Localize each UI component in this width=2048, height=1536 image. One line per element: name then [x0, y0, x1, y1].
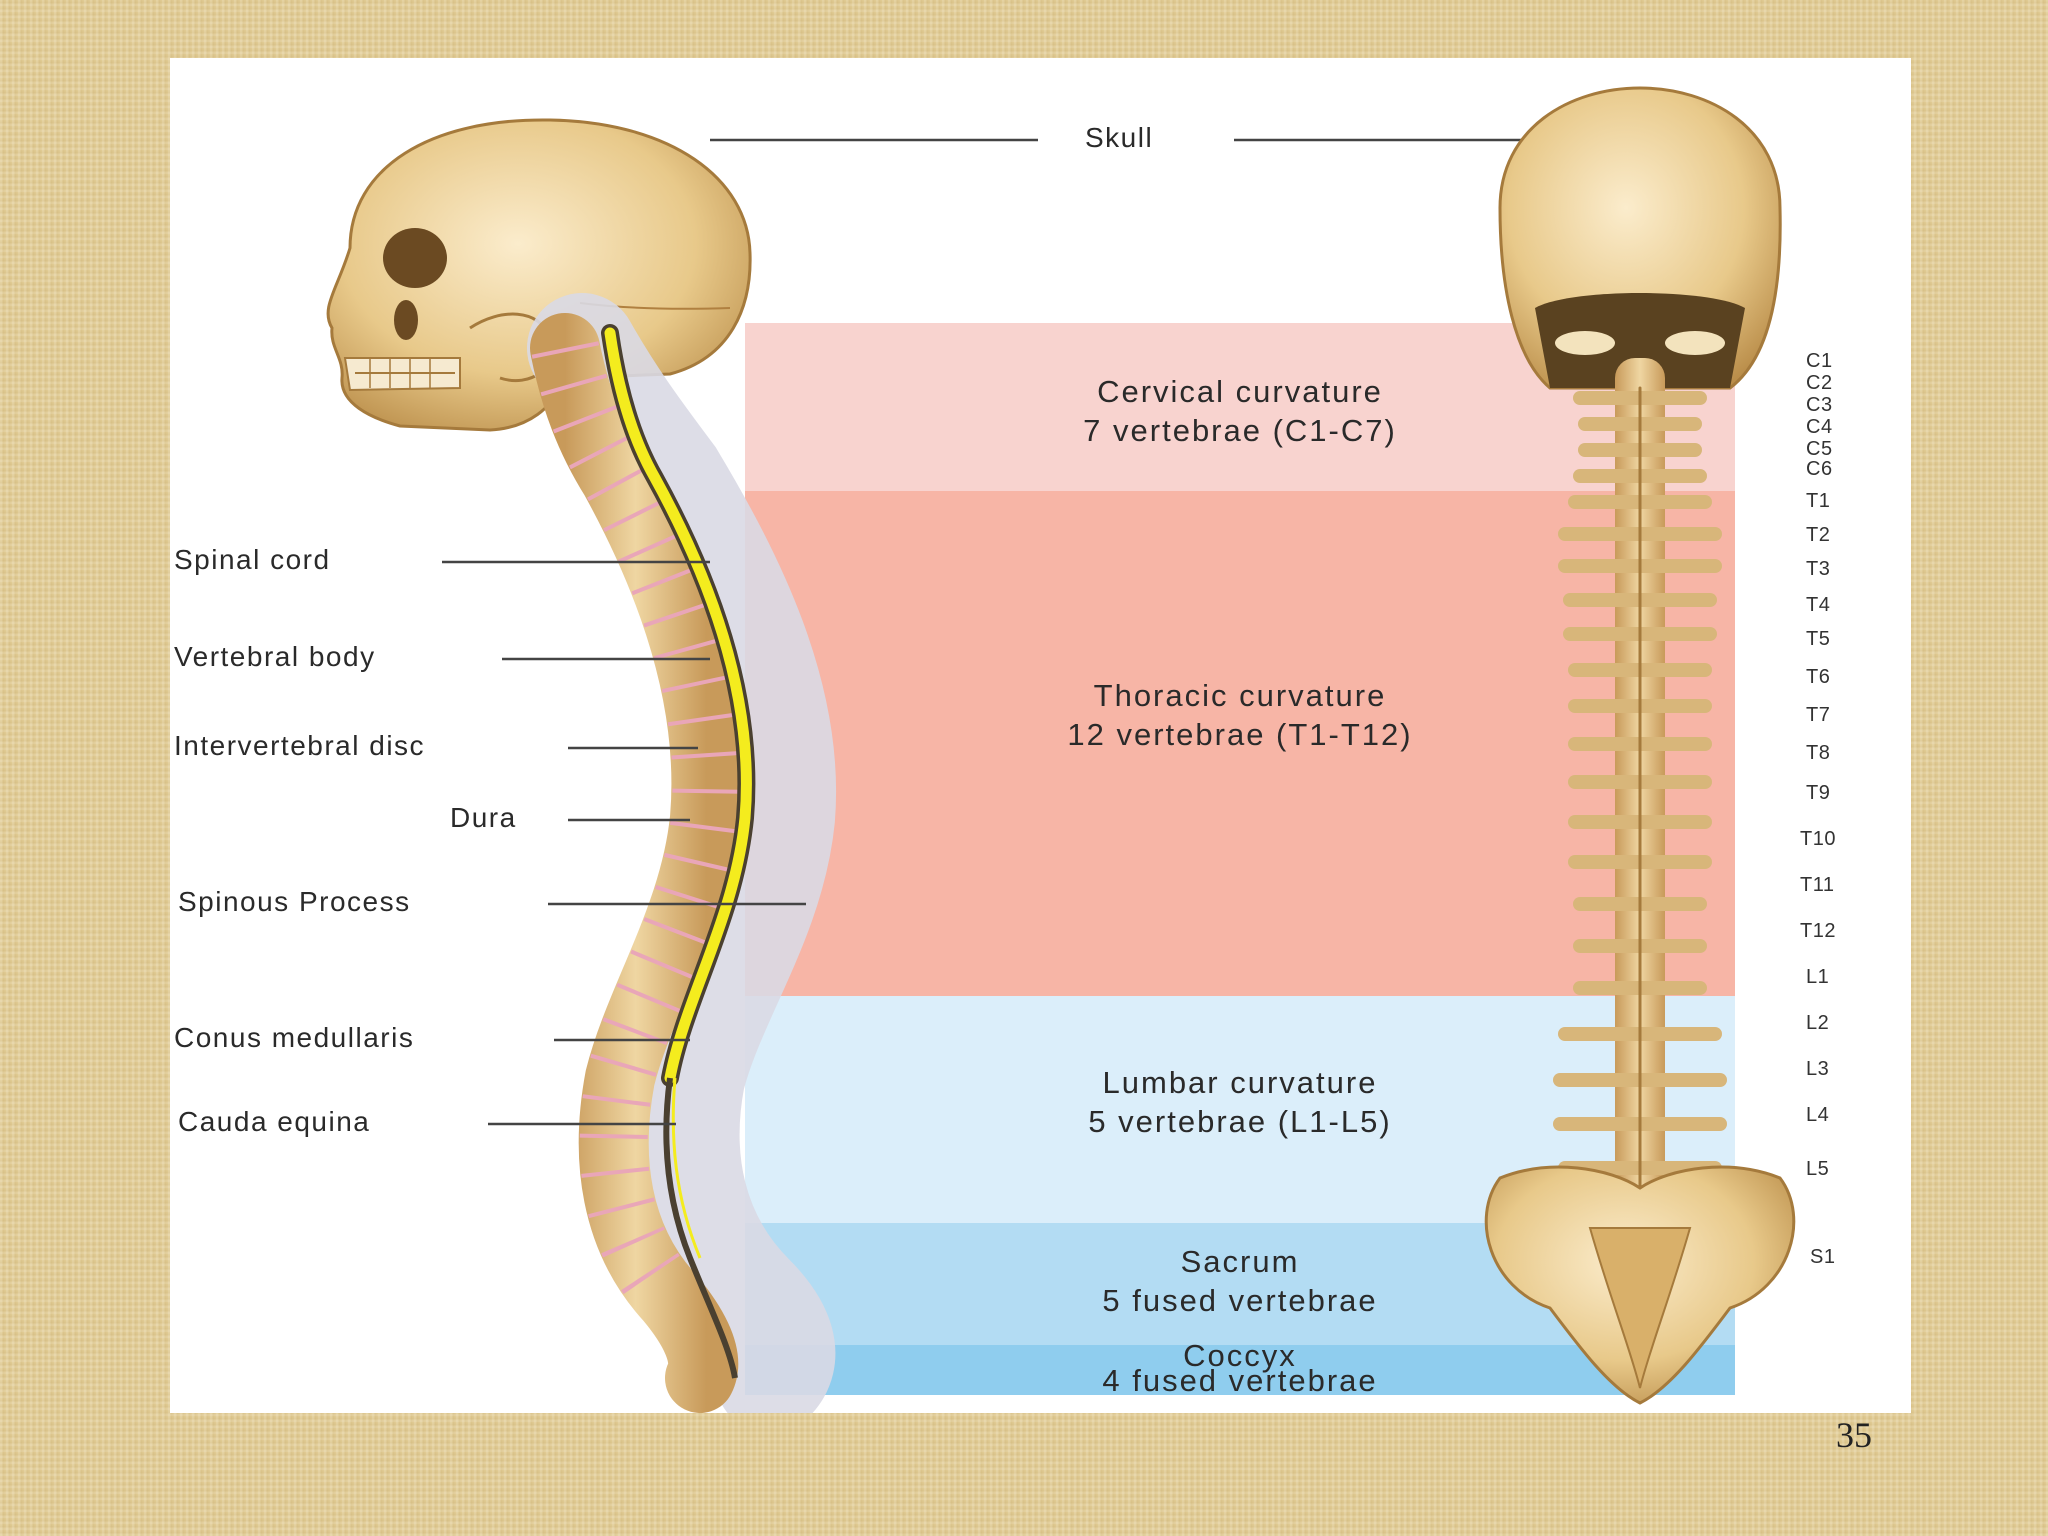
lateral-spine: [527, 293, 836, 1413]
coccyx-band: Coccyx 4 fused vertebrae: [745, 1338, 1735, 1398]
vertebra-label-l4: L4: [1806, 1104, 1830, 1126]
posterior-skull: [1498, 86, 1782, 390]
anatomy-artwork: [326, 86, 1796, 1413]
coccyx-title: Coccyx: [1183, 1338, 1297, 1373]
vertebra-label-t6: T6: [1806, 666, 1831, 688]
lumbar-count: 5 vertebrae (L1-L5): [1088, 1103, 1392, 1139]
thoracic-count: 12 vertebrae (T1-T12): [1067, 716, 1413, 752]
cervical-count: 7 vertebrae (C1-C7): [1083, 412, 1397, 448]
vertebra-label-t2: T2: [1806, 524, 1831, 546]
lumbar-title: Lumbar curvature: [1102, 1065, 1378, 1100]
coccyx-count: 4 fused vertebrae: [1102, 1362, 1378, 1398]
label-intervertebral-disc: Intervertebral disc: [174, 730, 426, 761]
vertebra-label-l1: L1: [1806, 966, 1830, 988]
sacrum-title: Sacrum: [1180, 1244, 1300, 1279]
skull-label: Skull: [1085, 122, 1154, 153]
vertebra-label-c3: C3: [1806, 394, 1833, 416]
label-cauda-equina: Cauda equina: [178, 1106, 371, 1137]
label-spinous-process: Spinous Process: [178, 886, 411, 917]
thoracic-title: Thoracic curvature: [1093, 678, 1387, 713]
vertebra-label-c5: C5: [1806, 438, 1833, 460]
vertebra-label-t5: T5: [1806, 628, 1831, 650]
vertebra-label-t11: T11: [1800, 874, 1835, 896]
vertebra-label-t4: T4: [1806, 594, 1831, 616]
vertebra-label-s1: S1: [1810, 1246, 1836, 1268]
posterior-spine: [1484, 358, 1796, 1405]
sacrum-count: 5 fused vertebrae: [1102, 1282, 1378, 1318]
spinal-cord: [604, 327, 752, 1084]
vertebra-label-t9: T9: [1806, 782, 1831, 804]
vertebra-label-t10: T10: [1800, 828, 1836, 850]
label-spinal-cord: Spinal cord: [174, 544, 331, 575]
vertebra-label-t12: T12: [1800, 920, 1836, 942]
label-dura: Dura: [450, 802, 517, 833]
left-leader-lines: [442, 138, 1562, 1126]
vertebra-label-l2: L2: [1806, 1012, 1830, 1034]
vertebra-label-t7: T7: [1806, 704, 1831, 726]
label-vertebral-body: Vertebral body: [174, 641, 376, 672]
vertebra-label-t1: T1: [1806, 490, 1831, 512]
eye-socket-icon: [383, 228, 447, 288]
vertebra-label-t8: T8: [1806, 742, 1831, 764]
vertebra-label-c4: C4: [1806, 416, 1833, 438]
vertebra-label-c1: C1: [1806, 350, 1833, 372]
page-number: 35: [1836, 1415, 1872, 1455]
label-conus-medullaris: Conus medullaris: [174, 1022, 415, 1053]
vertebra-label-l3: L3: [1806, 1058, 1830, 1080]
diagram-panel: Cervical curvature 7 vertebrae (C1-C7) T…: [170, 58, 1911, 1413]
vertebra-label-c2: C2: [1806, 372, 1833, 394]
vertebra-label-c6: C6: [1806, 458, 1833, 480]
vertebra-label-l5: L5: [1806, 1158, 1830, 1180]
cervical-title: Cervical curvature: [1097, 374, 1383, 409]
vertebra-label-t3: T3: [1806, 558, 1831, 580]
